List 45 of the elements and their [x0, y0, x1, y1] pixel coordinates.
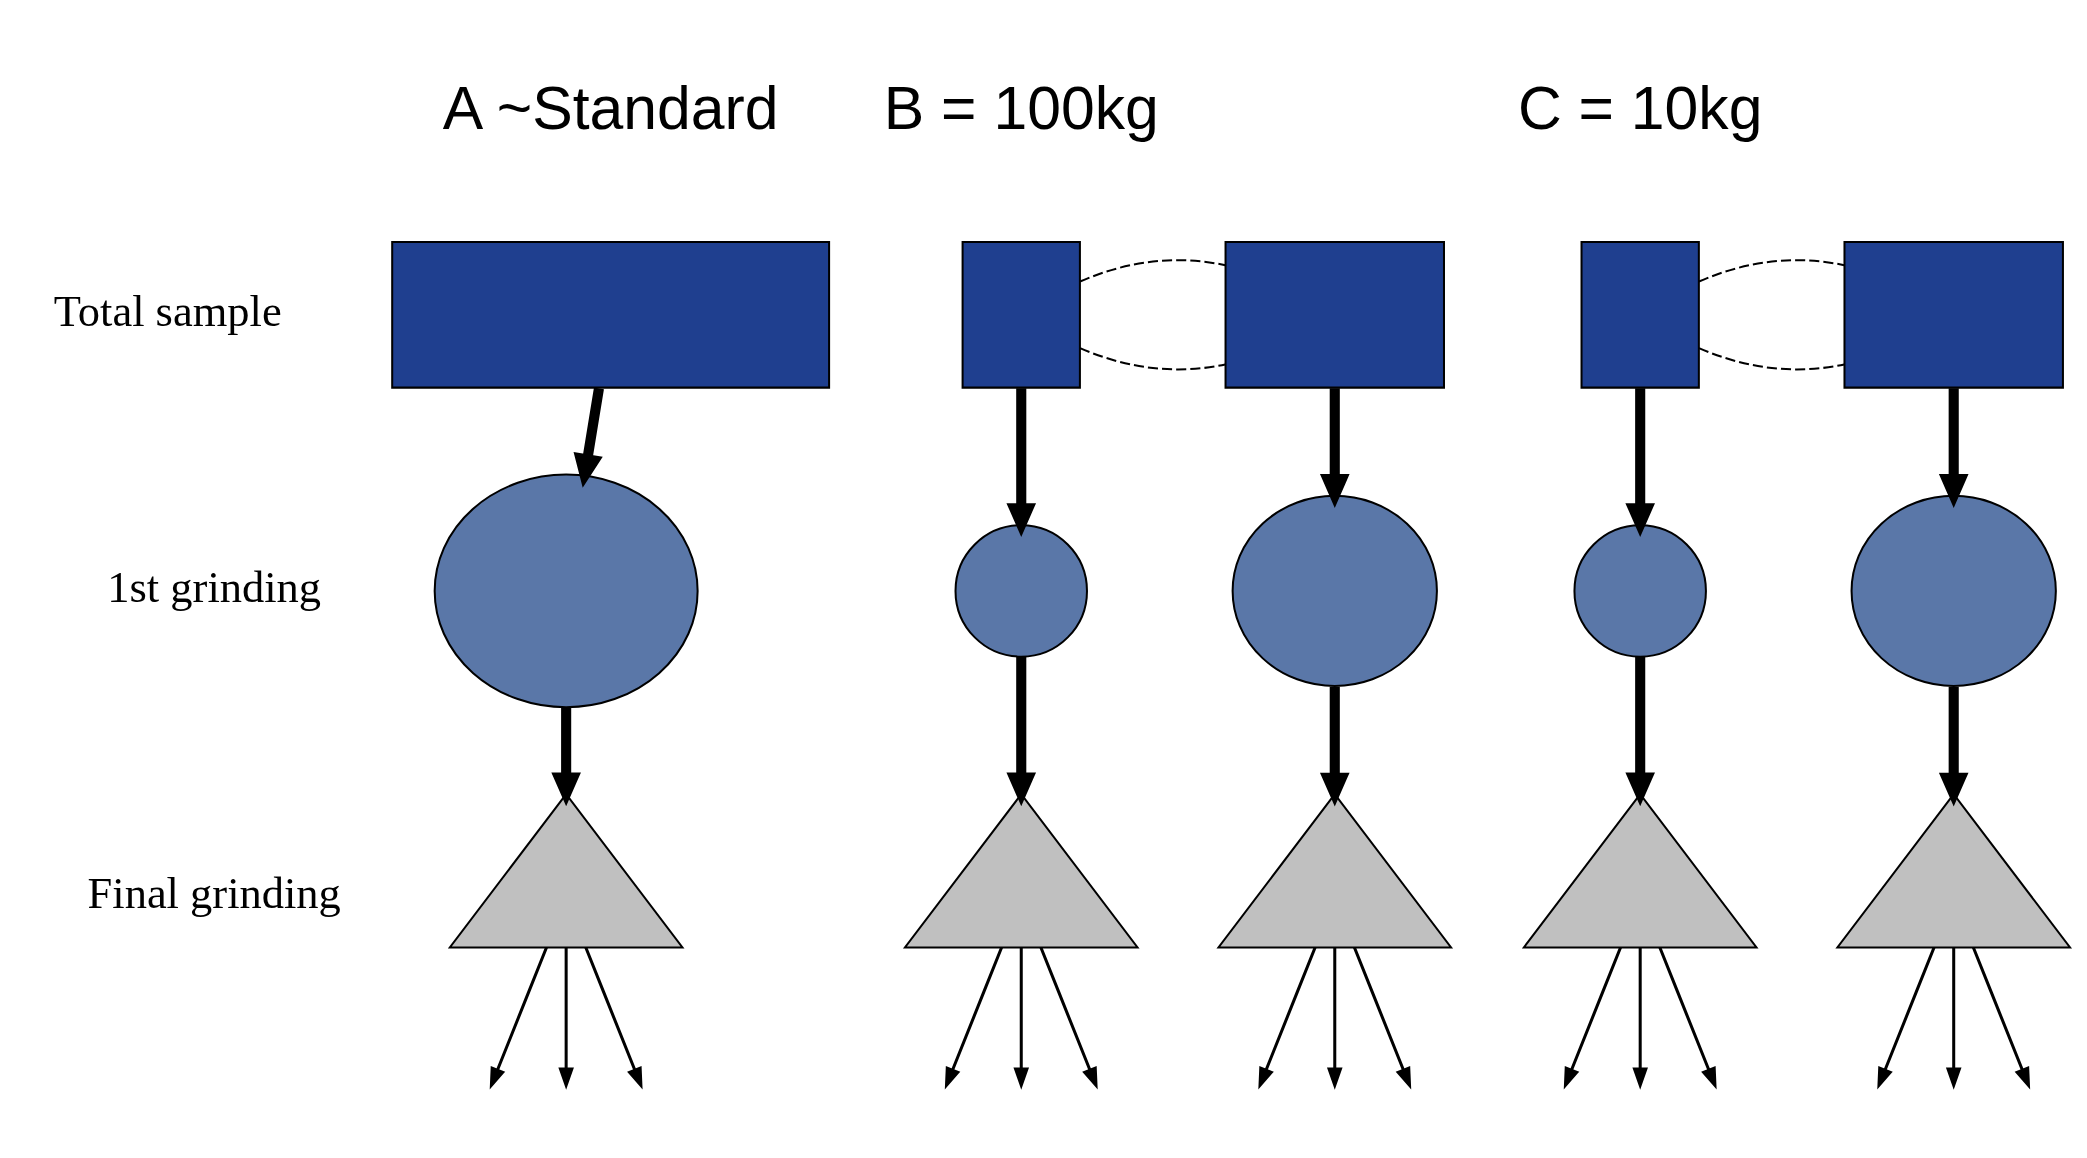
- connector: [1698, 346, 1845, 370]
- connector: [1079, 346, 1226, 370]
- arrow: [1258, 946, 1317, 1089]
- arrow: [1006, 387, 1037, 537]
- node-box: [1843, 240, 2064, 389]
- arrow: [558, 947, 574, 1090]
- connector: [1079, 258, 1226, 282]
- arrow: [1039, 946, 1098, 1089]
- arrow: [489, 946, 548, 1089]
- arrow: [1625, 387, 1655, 537]
- node-circle: [1573, 523, 1707, 658]
- arrow: [1319, 686, 1350, 806]
- arrow: [1006, 656, 1037, 806]
- arrow: [573, 387, 604, 488]
- connector: [1698, 258, 1845, 282]
- label: C = 10kg: [1517, 73, 1763, 142]
- arrow: [1938, 686, 1969, 806]
- arrow: [584, 946, 643, 1089]
- arrow: [1319, 387, 1350, 508]
- label: B = 100kg: [883, 73, 1159, 142]
- arrow: [1632, 947, 1648, 1090]
- arrow: [1945, 947, 1962, 1090]
- arrow: [1938, 387, 1969, 508]
- arrow: [1877, 946, 1936, 1089]
- label: A ~Standard: [442, 73, 779, 142]
- arrow: [551, 707, 581, 806]
- node-box: [1224, 240, 1445, 389]
- arrow: [1326, 947, 1343, 1090]
- node-circle: [1850, 494, 2057, 687]
- node-box: [391, 240, 831, 389]
- arrow: [1353, 946, 1412, 1089]
- node-circle: [954, 523, 1088, 658]
- arrow: [1658, 946, 1717, 1089]
- arrow: [944, 946, 1003, 1089]
- node-box: [961, 240, 1081, 389]
- node-box: [1580, 240, 1700, 389]
- arrow: [1013, 947, 1030, 1090]
- label: Total sample: [53, 285, 282, 336]
- node-circle: [433, 473, 699, 708]
- label: Final grinding: [87, 867, 341, 918]
- arrow: [1625, 656, 1655, 806]
- arrow: [1971, 946, 2031, 1089]
- node-circle: [1231, 494, 1438, 687]
- label: 1st grinding: [107, 561, 322, 612]
- arrow: [1563, 946, 1622, 1089]
